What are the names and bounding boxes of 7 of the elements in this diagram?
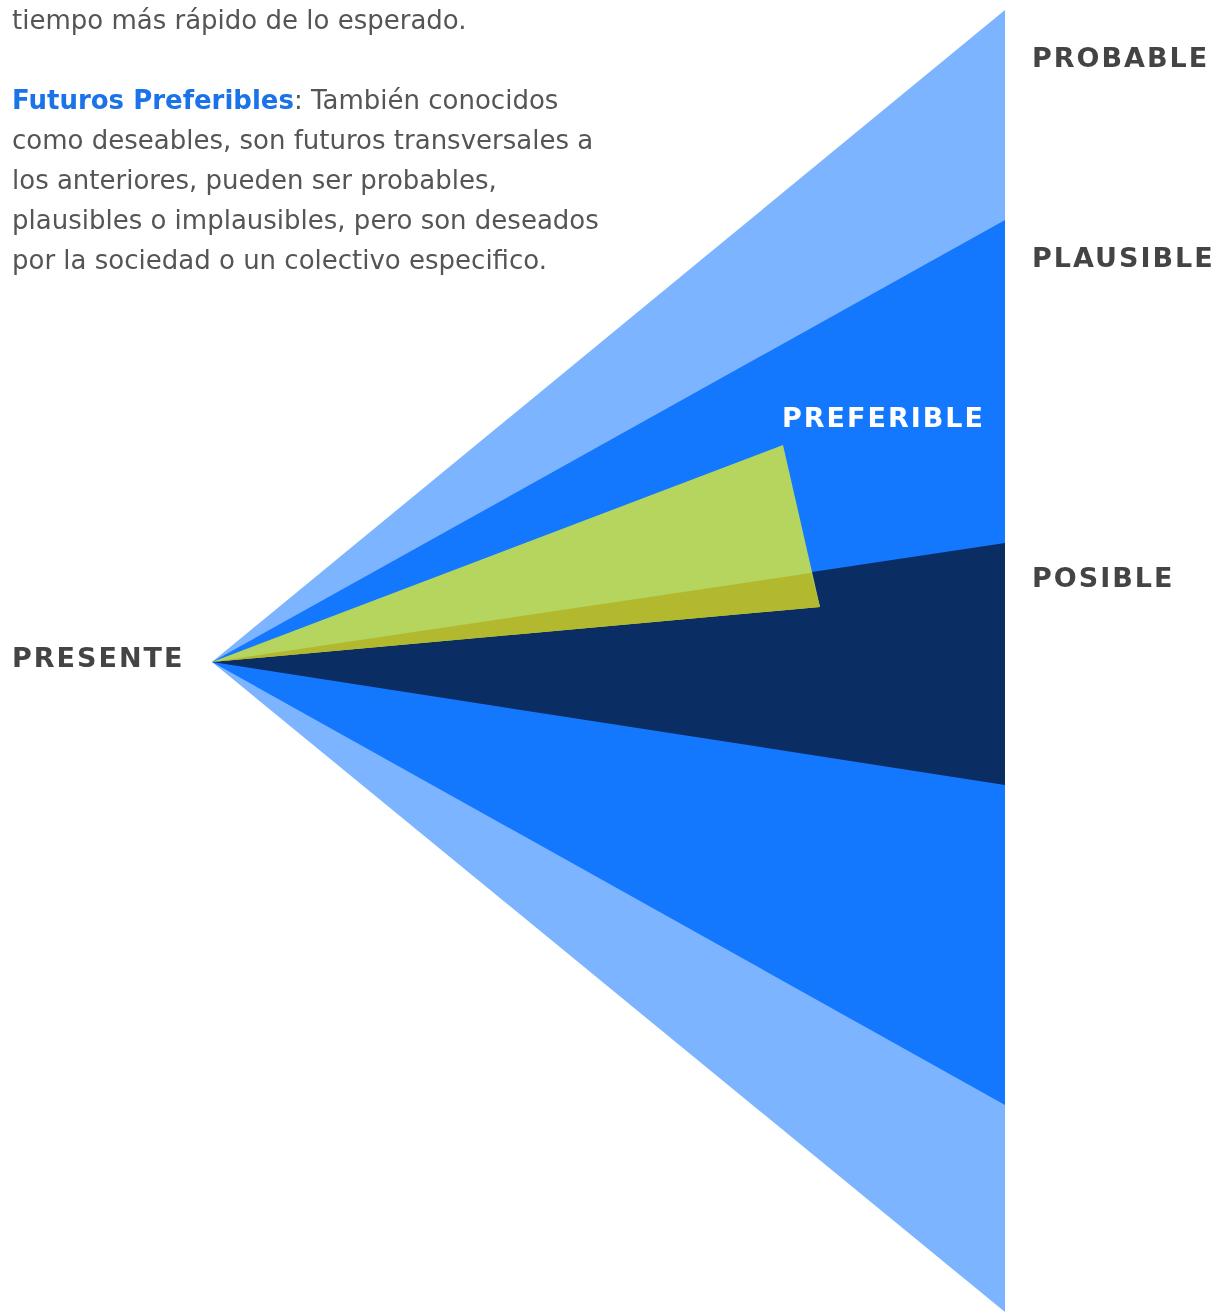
cone-label: PROBABLE [1032, 42, 1210, 73]
paragraph-text: tiempo más rápido de lo esperado. [12, 4, 468, 37]
cone-label: PREFERIBLE [782, 402, 985, 433]
cone-label: POSIBLE [1032, 562, 1175, 593]
cone-label: PLAUSIBLE [1032, 242, 1215, 273]
paragraph-text: Futuros Preferibles: También conocidos como deseables, son futuros transversales a los anteriores, pueden ser probables, plausibles o implausibles, pero son deseados por la sociedad o un colectivo especifico. [12, 84, 600, 277]
cone-label: PRESENTE [12, 642, 185, 673]
